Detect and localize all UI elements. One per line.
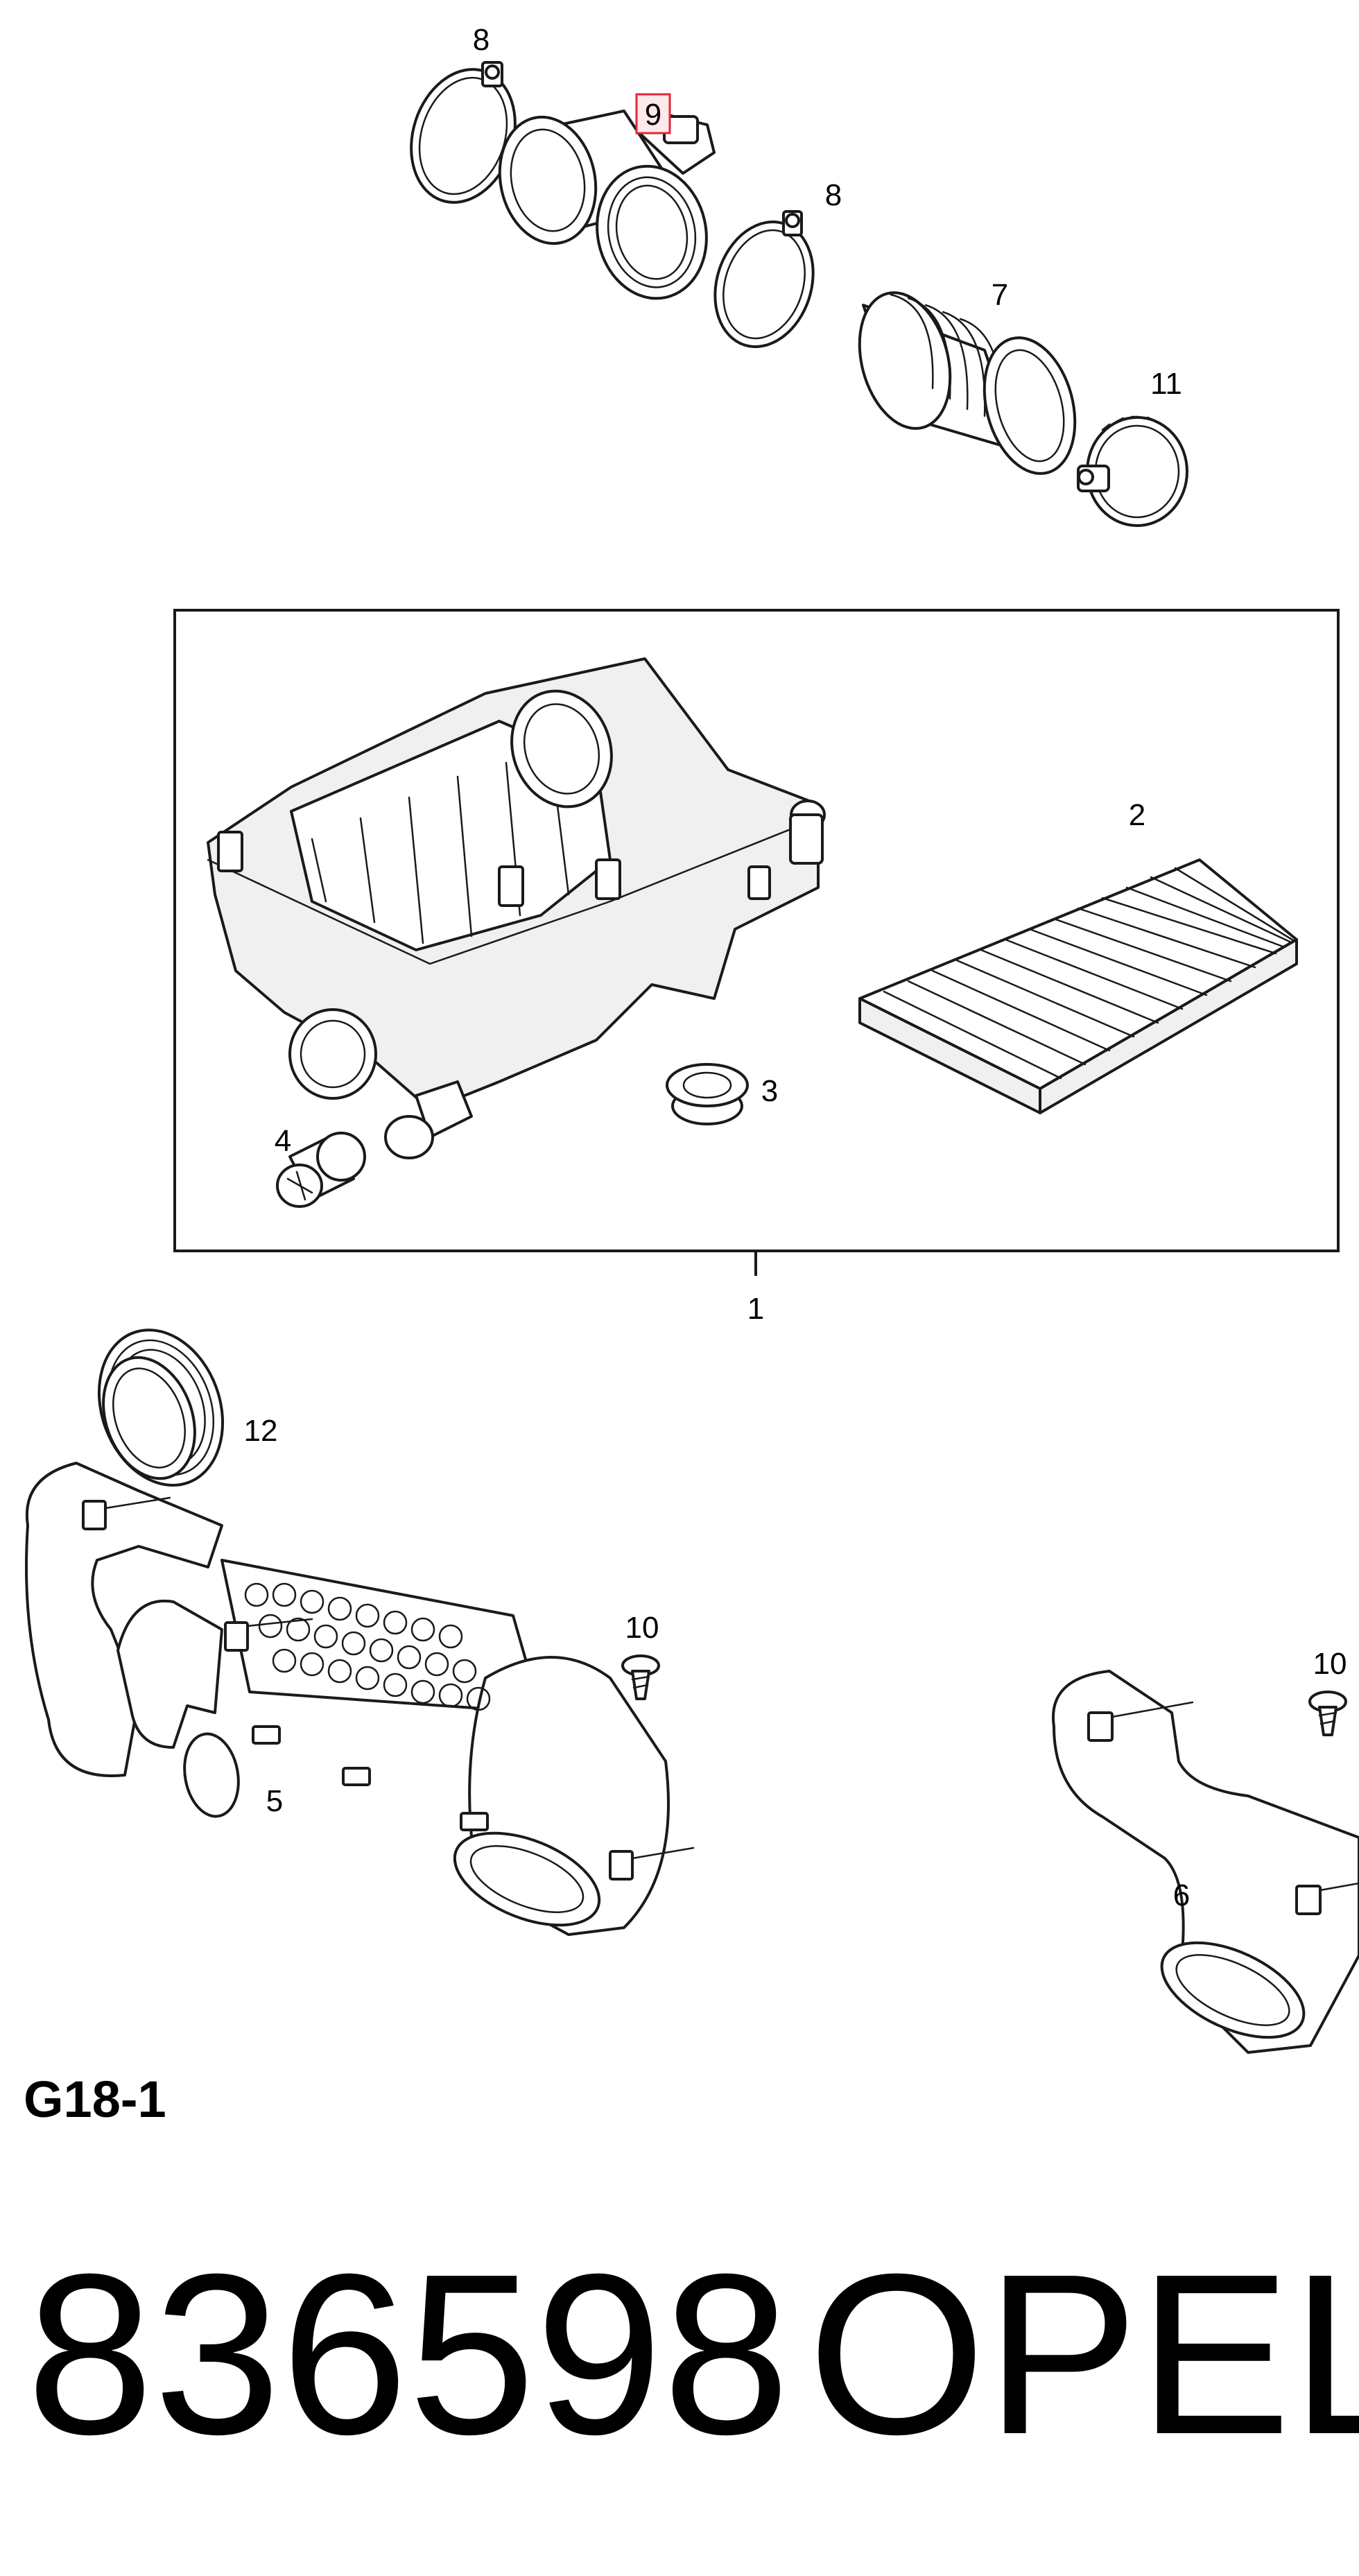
callout-5: 5 <box>266 1784 283 1818</box>
part-5-intake-duct <box>25 1462 695 1936</box>
part-10-clip-right <box>1308 1691 1347 1736</box>
part-12-seal-ring <box>97 1329 225 1487</box>
part-11-hose-clamp <box>1077 415 1188 527</box>
callout-6: 6 <box>1173 1878 1190 1912</box>
part-9-air-mass-sensor <box>498 110 716 300</box>
part-4-valve <box>276 1132 366 1208</box>
callout-9: 9 <box>645 98 661 132</box>
callout-7: 7 <box>992 278 1008 312</box>
diagram-code: G18-1 <box>24 2071 166 2128</box>
callout-8-upper: 8 <box>473 23 490 57</box>
air-filter-housing <box>207 657 826 1159</box>
callout-4: 4 <box>275 1124 291 1158</box>
brand-name: OPEL <box>808 2226 1359 2482</box>
callout-1: 1 <box>747 1292 764 1326</box>
part-10-clip-left <box>621 1654 660 1700</box>
part-2-filter-element <box>858 858 1298 1114</box>
part-6-duct <box>1052 1670 1359 2054</box>
part-7-bellows-hose <box>858 291 1077 475</box>
part-number: 836598 <box>26 2226 790 2482</box>
callout-12: 12 <box>244 1414 278 1448</box>
callout-10-left: 10 <box>625 1611 659 1645</box>
callout-11: 11 <box>1150 367 1182 401</box>
part-8-lower-clamp <box>713 210 815 348</box>
callout-8-lower: 8 <box>825 178 842 212</box>
callout-9-highlight: 9 <box>635 93 671 135</box>
part-3-grommet <box>666 1063 749 1125</box>
resonator-holes <box>244 1582 491 1711</box>
callout-3: 3 <box>761 1074 778 1108</box>
callout-10-right: 10 <box>1313 1647 1347 1681</box>
callout-2: 2 <box>1129 798 1145 832</box>
